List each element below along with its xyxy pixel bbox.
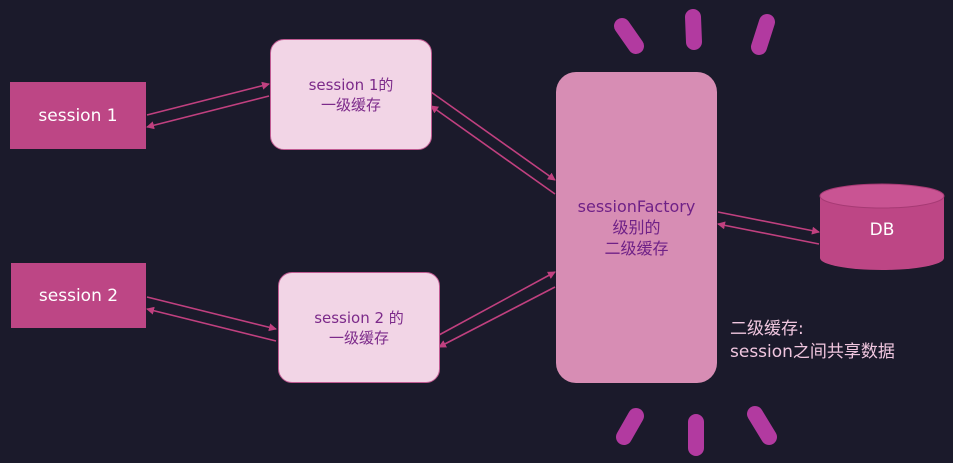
cache-1-line1: session 1的: [308, 75, 394, 94]
session-factory-second-level-cache: sessionFactory 级别的 二级缓存: [556, 72, 717, 383]
cache-1-line2: 一级缓存: [320, 95, 381, 114]
session-2-box: session 2: [11, 263, 146, 328]
note-line2: session之间共享数据: [730, 342, 895, 362]
arrow-session2-to-cache2: [146, 296, 277, 332]
arrow-session1-to-cache1: [146, 81, 270, 116]
session-1-box: session 1: [10, 82, 146, 149]
session-2-label: session 2: [38, 285, 119, 306]
second-level-cache-note: 二级缓存: session之间共享数据: [730, 318, 895, 364]
note-line1: 二级缓存:: [730, 319, 804, 339]
highlight-marks-bottom: [616, 406, 777, 456]
cache-2-line1: session 2 的: [314, 308, 404, 327]
arrow-cache2-to-factory: [438, 271, 556, 336]
factory-line2: 级别的: [612, 218, 661, 237]
session-2-first-level-cache: session 2 的 一级缓存: [278, 272, 440, 383]
arrow-cache1-to-session1: [146, 95, 270, 130]
factory-line1: sessionFactory: [577, 197, 696, 216]
factory-line3: 二级缓存: [604, 239, 669, 258]
arrow-cache2-to-session2: [146, 306, 277, 342]
session-1-label: session 1: [38, 105, 118, 126]
highlight-marks-top: [614, 9, 775, 55]
arrow-factory-to-db: [717, 211, 820, 235]
arrow-db-to-factory: [717, 221, 820, 245]
session-1-first-level-cache: session 1的 一级缓存: [270, 39, 432, 150]
arrow-factory-to-cache2: [438, 286, 556, 348]
arrow-factory-to-cache1: [430, 105, 556, 195]
db-cylinder: [819, 183, 945, 270]
arrow-cache1-to-factory: [430, 91, 556, 181]
cache-2-line2: 一级缓存: [328, 328, 389, 347]
db-label: DB: [869, 220, 895, 240]
